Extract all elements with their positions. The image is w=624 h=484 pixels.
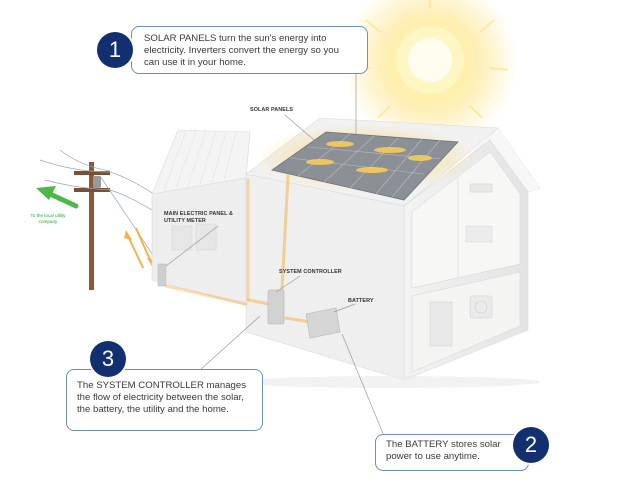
callout-text: SOLAR PANELS turn the sun's energy into … xyxy=(144,33,339,68)
callout-system-controller: The SYSTEM CONTROLLER manages the flow o… xyxy=(66,369,263,431)
solar-panel-array xyxy=(256,124,476,201)
callout-text: The SYSTEM CONTROLLER manages the flow o… xyxy=(77,380,247,415)
system-controller-label: SYSTEM CONTROLLER xyxy=(279,269,342,275)
main-electric-panel-label: MAIN ELECTRIC PANEL & UTILITY METER xyxy=(164,211,233,224)
system-controller-icon xyxy=(267,289,285,325)
utility-arrow-icon xyxy=(36,186,79,209)
grid-flow-arrows-icon xyxy=(124,227,155,269)
step-badge: 1 xyxy=(97,32,133,68)
electric-panel-icon xyxy=(157,263,167,287)
energy-flow-lines xyxy=(164,174,312,324)
step-badge: 3 xyxy=(90,341,126,377)
leader-lines xyxy=(165,74,385,437)
utility-pole xyxy=(39,149,161,290)
callout-battery: The BATTERY stores solar power to use an… xyxy=(375,434,529,471)
callout-solar-panels: SOLAR PANELS turn the sun's energy into … xyxy=(131,26,368,74)
battery-icon xyxy=(305,307,341,339)
step-badge: 2 xyxy=(513,427,549,463)
garage-wing xyxy=(151,129,251,307)
solar-panels-label: SOLAR PANELS xyxy=(250,107,294,113)
callout-text: The BATTERY stores solar power to use an… xyxy=(386,439,501,462)
sun-icon xyxy=(342,0,518,150)
battery-label: BATTERY xyxy=(348,298,374,304)
utility-company-label: To the local utility company xyxy=(30,213,66,224)
